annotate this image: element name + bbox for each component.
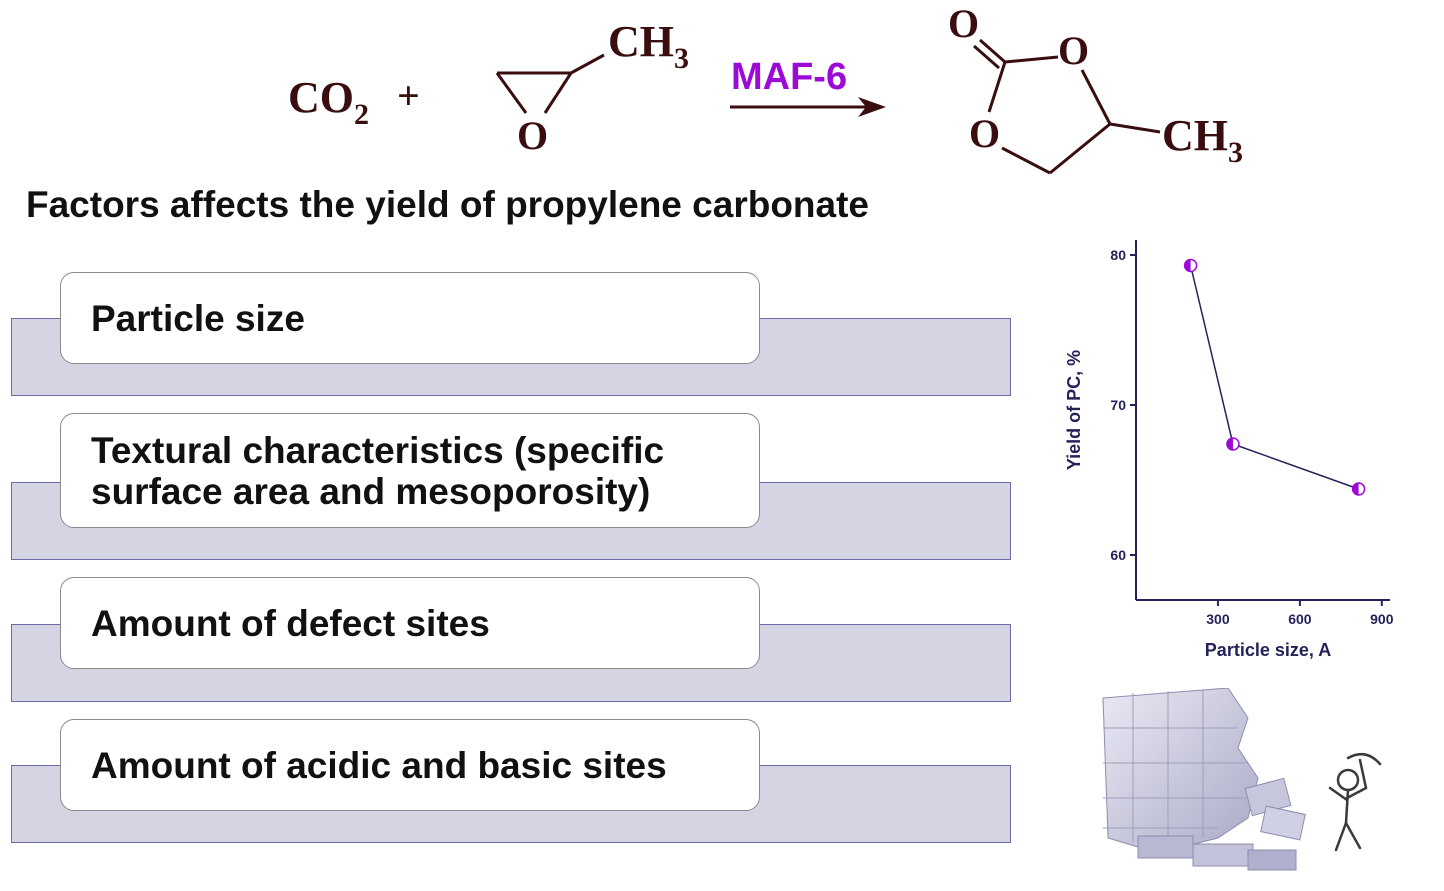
molecule-bonds <box>495 38 1161 175</box>
yield-vs-particle-size-chart: 60 70 80 300 600 900 Particle size, A Yield o… <box>1064 240 1394 660</box>
y-tick-label: 60 <box>1110 547 1126 563</box>
data-point-fill <box>1352 483 1359 495</box>
y-axis-label: Yield of PC, % <box>1064 350 1084 470</box>
y-tick-label: 80 <box>1110 247 1126 263</box>
factor-text: Particle size <box>91 297 305 339</box>
x-tick-label: 600 <box>1288 611 1312 627</box>
co2-label: CO2 <box>288 73 369 131</box>
x-tick-label: 300 <box>1206 611 1230 627</box>
series-line <box>1189 265 1359 490</box>
factor-text-line1: Textural characteristics (specific <box>91 429 665 471</box>
data-point <box>1226 437 1240 451</box>
factor-text-line2: surface area and mesoporosity) <box>91 470 651 512</box>
x-tick-label: 900 <box>1370 611 1394 627</box>
epoxide-methyl: CH3 <box>608 17 689 75</box>
data-point-fill <box>1226 438 1233 450</box>
factor-card-acid-base-sites: Amount of acidic and basic sites <box>60 719 760 811</box>
x-axis-label: Particle size, A <box>1205 640 1331 660</box>
factor-text: Amount of acidic and basic sites <box>91 744 667 786</box>
section-heading: Factors affects the yield of propylene c… <box>26 184 869 225</box>
epoxide-oxygen: O <box>517 113 549 158</box>
ring-oxygen-top: O <box>1058 28 1090 73</box>
data-point-fill <box>1184 259 1191 272</box>
data-point <box>1351 482 1366 496</box>
data-point <box>1183 258 1198 273</box>
puzzle-wall-with-stick-figure-icon <box>1102 688 1382 871</box>
factor-card-textural: Textural characteristics (specific surfa… <box>60 413 760 528</box>
plus-sign: + <box>397 73 420 118</box>
factor-card-defect-sites: Amount of defect sites <box>60 577 760 669</box>
catalyst-label: MAF-6 <box>731 56 848 98</box>
ring-oxygen-left: O <box>969 111 1001 156</box>
factor-text: Amount of defect sites <box>91 602 490 644</box>
y-tick-label: 70 <box>1110 397 1126 413</box>
product-methyl: CH3 <box>1162 111 1243 169</box>
factor-card-particle-size: Particle size <box>60 272 760 364</box>
carbonyl-oxygen: O <box>948 1 980 46</box>
